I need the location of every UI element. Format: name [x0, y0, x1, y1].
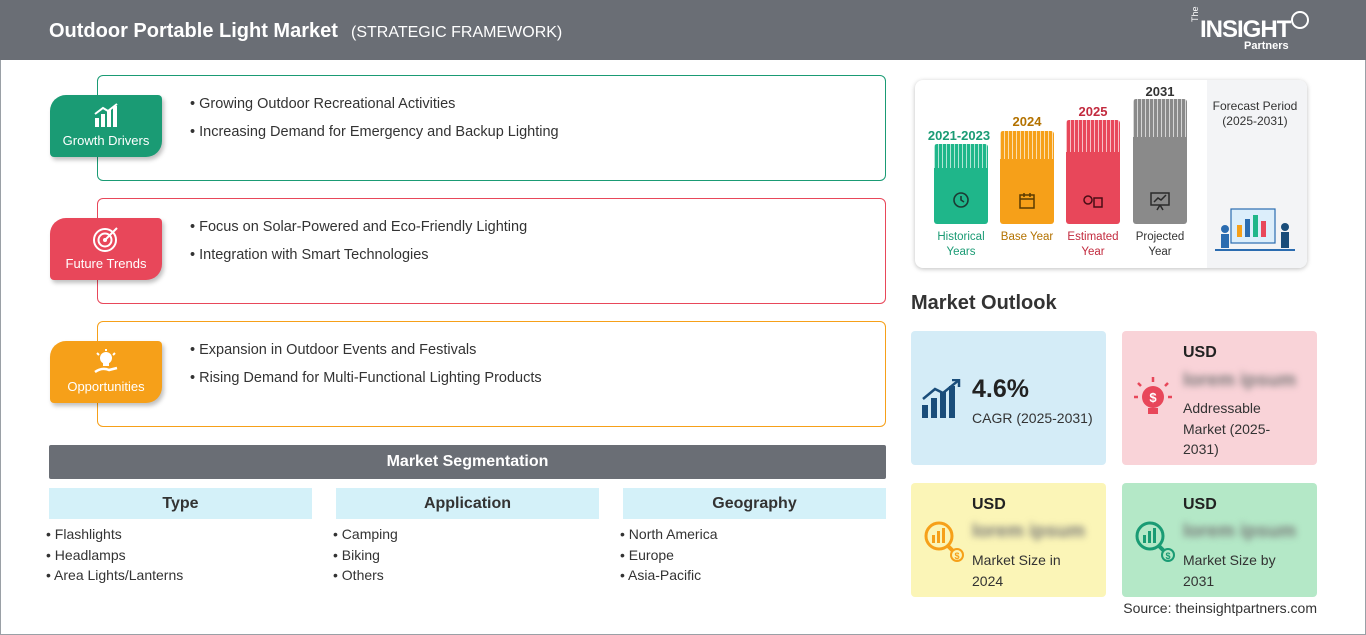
- opportunities-card: Expansion in Outdoor Events and Festival…: [97, 321, 886, 427]
- year-base: 2024: [1012, 114, 1042, 129]
- year-estimated: 2025: [1078, 104, 1108, 119]
- analytics-team-icon: [1215, 208, 1295, 251]
- label-historical: Historical Years: [937, 231, 985, 258]
- size-2031-label: Market Size by 2031: [1183, 552, 1276, 589]
- addressable-market-card: $ USD lorem ipsum Addressable Market (20…: [1122, 331, 1317, 465]
- segment-item: Others: [333, 567, 398, 588]
- opportunity-item: Expansion in Outdoor Events and Festival…: [190, 342, 542, 370]
- growth-driver-item: Growing Outdoor Recreational Activities: [190, 96, 559, 124]
- size-2024-currency: USD: [972, 496, 1006, 513]
- svg-text:$: $: [1149, 390, 1157, 405]
- market-outlook-title: Market Outlook: [911, 292, 1057, 314]
- opportunities-label: Opportunities: [67, 379, 145, 394]
- size-2024-label: Market Size in 2024: [972, 552, 1061, 589]
- size-2031-value: lorem ipsum: [1183, 521, 1296, 542]
- segment-head-type: Type: [49, 488, 312, 519]
- segment-item: Headlamps: [46, 547, 183, 568]
- growth-drivers-label: Growth Drivers: [62, 133, 150, 148]
- calendar-icon: [1019, 193, 1035, 209]
- forecast-label: Forecast Period (2025-2031): [1212, 99, 1298, 128]
- growth-chart-icon: [922, 379, 961, 418]
- market-size-2024-card: $ USD lorem ipsum Market Size in 2024: [911, 483, 1106, 597]
- bar-estimated: [1066, 120, 1120, 224]
- logo-lens-icon: [1291, 11, 1309, 29]
- presentation-icon: [1150, 192, 1170, 211]
- growth-drivers-card: Growing Outdoor Recreational Activities …: [97, 75, 886, 181]
- segment-list-application: Camping Biking Others: [333, 526, 398, 588]
- segment-head-geography: Geography: [623, 488, 886, 519]
- segment-list-geography: North America Europe Asia-Pacific: [620, 526, 718, 588]
- page-title: Outdoor Portable Light Market: [49, 20, 338, 42]
- market-size-2031-card: $ USD lorem ipsum Market Size by 2031: [1122, 483, 1317, 597]
- bar-base: [1000, 131, 1054, 224]
- future-trends-badge: Future Trends: [50, 218, 162, 280]
- addressable-currency: USD: [1183, 344, 1217, 361]
- label-projected: Projected Year: [1135, 231, 1185, 258]
- label-estimated: Estimated Year: [1067, 231, 1119, 258]
- bar-historical: [934, 144, 988, 224]
- logo-partners: Partners: [1244, 40, 1289, 52]
- future-trends-label: Future Trends: [65, 256, 147, 271]
- future-trend-item: Focus on Solar-Powered and Eco-Friendly …: [190, 219, 527, 247]
- company-logo: The INSIGHT Partners: [1190, 6, 1320, 54]
- cagr-label: CAGR (2025-2031): [972, 410, 1093, 426]
- bar-projected: [1133, 99, 1187, 224]
- segment-item: Europe: [620, 547, 718, 568]
- opportunity-item: Rising Demand for Multi-Functional Light…: [190, 370, 542, 398]
- history-icon: [953, 192, 969, 208]
- segment-item: Asia-Pacific: [620, 567, 718, 588]
- opportunities-badge: Opportunities: [50, 341, 162, 403]
- money-bulb-icon: $: [1134, 377, 1172, 414]
- svg-text:$: $: [954, 551, 959, 561]
- segment-item: Area Lights/Lanterns: [46, 567, 183, 588]
- size-2031-currency: USD: [1183, 496, 1217, 513]
- segment-item: North America: [620, 526, 718, 547]
- future-trend-item: Integration with Smart Technologies: [190, 247, 527, 275]
- market-search-icon: $: [1135, 521, 1175, 562]
- future-trends-card: Focus on Solar-Powered and Eco-Friendly …: [97, 198, 886, 304]
- cagr-value: 4.6%: [972, 375, 1029, 403]
- growth-drivers-badge: Growth Drivers: [50, 95, 162, 157]
- estimate-icon: [1083, 195, 1103, 208]
- logo-the: The: [1190, 6, 1200, 22]
- segment-item: Camping: [333, 526, 398, 547]
- source-link[interactable]: Source: theinsightpartners.com: [1123, 600, 1317, 616]
- growth-driver-item: Increasing Demand for Emergency and Back…: [190, 124, 558, 152]
- segmentation-title: Market Segmentation: [49, 445, 886, 479]
- lightbulb-hand-icon: [94, 349, 118, 374]
- year-historical: 2021-2023: [927, 128, 991, 143]
- segment-item: Flashlights: [46, 526, 183, 547]
- size-2024-value: lorem ipsum: [972, 521, 1085, 542]
- addressable-value: lorem ipsum: [1183, 370, 1296, 391]
- segment-head-application: Application: [336, 488, 599, 519]
- segment-item: Biking: [333, 547, 398, 568]
- logo-insight: INSIGHT: [1200, 16, 1291, 43]
- year-projected: 2031: [1145, 84, 1175, 99]
- label-base: Base Year: [1000, 231, 1054, 243]
- cagr-card: 4.6% CAGR (2025-2031): [911, 331, 1106, 465]
- segment-list-type: Flashlights Headlamps Area Lights/Lanter…: [46, 526, 183, 588]
- header-bar: Outdoor Portable Light Market (STRATEGIC…: [0, 0, 1366, 60]
- page-subtitle: (STRATEGIC FRAMEWORK): [351, 24, 563, 41]
- market-search-icon: $: [924, 521, 964, 562]
- target-icon: [93, 227, 118, 252]
- svg-text:$: $: [1165, 551, 1170, 561]
- addressable-label: Addressable Market (2025-2031): [1183, 400, 1271, 457]
- growth-chart-icon: [94, 103, 118, 127]
